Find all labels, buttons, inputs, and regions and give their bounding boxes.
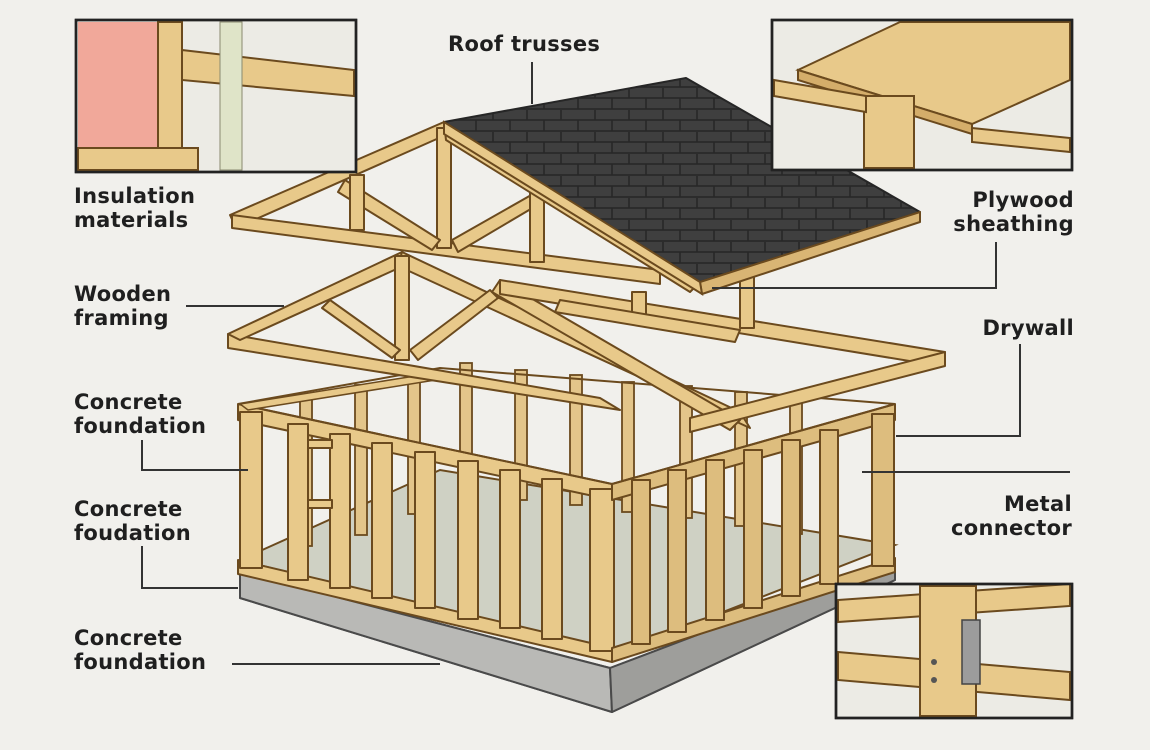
label-wooden-framing-line1: Wooden	[74, 282, 172, 306]
label-wooden-framing-line2: framing	[74, 306, 169, 330]
label-plywood-line1: Plywood	[972, 188, 1074, 212]
leader-plywood	[712, 242, 997, 289]
label-concrete-foudation-2: Concrete foudation	[74, 497, 191, 545]
label-foundation-1-line2: foundation	[74, 414, 207, 438]
label-insulation-line1: Insulation	[74, 184, 196, 208]
label-foundation-1-line1: Concrete	[74, 390, 183, 414]
label-concrete-foundation-1: Concrete foundation	[74, 390, 206, 438]
top-plate	[237, 366, 896, 486]
label-plywood-line2: sheathing	[953, 212, 1074, 236]
label-insulation-materials: Insulation materials	[74, 184, 195, 232]
label-drywall: Drywall	[946, 316, 1074, 340]
label-roof-trusses: Roof trusses	[448, 32, 600, 56]
leader-drywall	[896, 344, 1021, 437]
lower-roof-truss	[227, 251, 946, 433]
label-metal-connector-line2: connector	[951, 516, 1072, 540]
label-metal-connector: Metal connector	[918, 492, 1072, 540]
metal-connector-inset	[834, 582, 1074, 720]
plywood-inset	[770, 18, 1074, 172]
label-foundation-3-line2: foundation	[74, 650, 207, 674]
label-plywood-sheathing: Plywood sheathing	[926, 188, 1074, 236]
leader-lines	[141, 62, 1070, 665]
label-metal-connector-line1: Metal	[1003, 492, 1072, 516]
leader-foundation-1	[141, 440, 248, 471]
label-drywall-text: Drywall	[982, 316, 1074, 340]
roof-front-fascia	[443, 120, 704, 297]
label-foundation-2-line2: foudation	[74, 521, 192, 545]
leader-foundation-2	[141, 546, 238, 589]
label-foundation-2-line1: Concrete	[74, 497, 183, 521]
shingle-roof	[443, 77, 921, 295]
label-wooden-framing: Wooden framing	[74, 282, 171, 330]
label-insulation-line2: materials	[74, 208, 189, 232]
label-concrete-foundation-3: Concrete foundation	[74, 626, 206, 674]
insulation-inset	[74, 18, 358, 174]
label-roof-trusses-text: Roof trusses	[448, 32, 601, 56]
label-foundation-3-line1: Concrete	[74, 626, 183, 650]
